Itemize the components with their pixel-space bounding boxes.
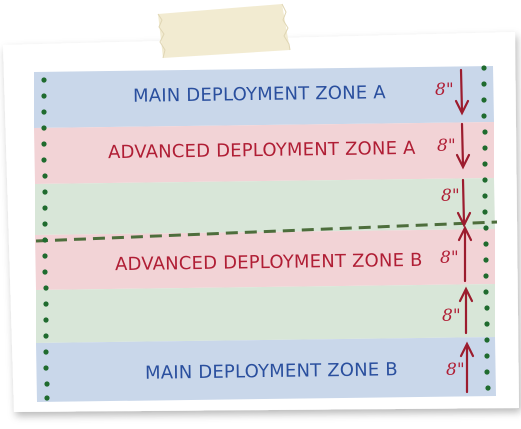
measurement-label: 8" [441,186,460,206]
measurement-label: 8" [442,306,461,326]
center-line [35,220,498,243]
main-zone-b-band [36,337,496,402]
neutral-zone-a-band [35,178,495,235]
arrow-up-icon [457,225,473,283]
measurement-label: 8" [440,248,459,268]
main-zone-a-label: MAIN DEPLOYMENT ZONE A [132,82,386,107]
zone-bands [34,66,496,402]
advanced-zone-a-label: ADVANCED DEPLOYMENT ZONE A [107,137,416,164]
measurement-label: 8" [435,80,454,100]
arrow-down-icon [456,178,472,228]
measurement-label: 8" [446,360,465,380]
measurement-label: 8" [437,136,456,156]
main-zone-b-label: MAIN DEPLOYMENT ZONE B [144,359,399,384]
right-dotted-edge [481,65,491,391]
neutral-zone-b-band [36,284,495,343]
advanced-zone-a-band [34,122,494,184]
arrow-up-icon [458,286,474,335]
advanced-zone-b-label: ADVANCED DEPLOYMENT ZONE B [114,249,423,276]
arrow-down-icon [454,68,470,116]
arrow-down-icon [455,122,471,170]
main-zone-a-band [34,66,494,128]
advanced-zone-b-band [35,229,495,290]
arrow-up-icon [459,341,475,394]
masking-tape-icon [158,4,290,58]
left-dotted-edge [41,77,50,401]
